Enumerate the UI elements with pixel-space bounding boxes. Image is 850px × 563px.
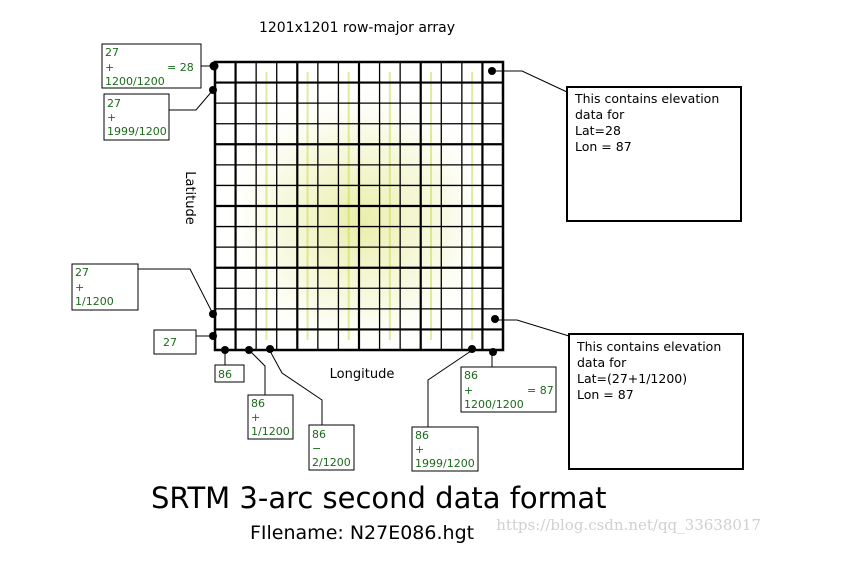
lon-label-third: 86 − 2/1200 (308, 424, 355, 471)
svg-text:1/1200: 1/1200 (251, 425, 290, 438)
lead-callout-top-right (493, 70, 568, 93)
dot-lat-top (209, 61, 219, 71)
svg-text:This contains elevation: This contains elevation (576, 339, 721, 354)
lead-lat-near-bottom (138, 268, 214, 315)
callout-top-right: This contains elevation data for Lat=28 … (566, 86, 742, 222)
dot-lat-second (209, 86, 217, 94)
svg-text:= 28: = 28 (167, 61, 194, 74)
dot-lon-third (266, 345, 274, 353)
dot-lon-last (489, 348, 497, 356)
lon-label-second: 86 + 1/1200 (247, 394, 294, 440)
svg-text:+: + (415, 443, 424, 456)
svg-text:This contains elevation: This contains elevation (574, 91, 719, 106)
svg-text:+: + (464, 384, 473, 397)
svg-text:data for: data for (577, 355, 627, 370)
dot-lon-first (221, 346, 229, 354)
main-title: SRTM 3-arc second data format (151, 481, 606, 515)
lat-label-top: 27 + 1200/1200 = 28 (101, 43, 202, 89)
svg-text:Lat=(27+1/1200): Lat=(27+1/1200) (577, 371, 687, 386)
svg-text:1999/1200: 1999/1200 (415, 457, 475, 470)
svg-text:1999/1200: 1999/1200 (107, 125, 167, 138)
svg-text:86: 86 (312, 428, 326, 441)
svg-text:86: 86 (464, 369, 478, 382)
grid-border (213, 60, 505, 352)
lat-label-near-bottom: 27 + 1/1200 (71, 263, 139, 311)
filename-label: FIlename: N27E086.hgt (250, 522, 474, 544)
svg-text:27: 27 (105, 46, 119, 59)
svg-text:+: + (105, 61, 114, 74)
lon-label-last: 86 + 1200/1200 = 87 (460, 366, 557, 413)
lead-lon-third (269, 350, 323, 425)
svg-text:1200/1200: 1200/1200 (464, 398, 524, 411)
svg-text:= 87: = 87 (527, 384, 554, 397)
svg-text:86: 86 (251, 397, 265, 410)
svg-text:Lon = 87: Lon = 87 (577, 387, 634, 402)
svg-text:Lon = 87: Lon = 87 (575, 139, 632, 154)
lead-lon-second (249, 350, 266, 395)
svg-text:Lat=28: Lat=28 (575, 123, 621, 138)
svg-text:2/1200: 2/1200 (312, 456, 351, 469)
callout-bottom-right: This contains elevation data for Lat=(27… (568, 333, 744, 470)
svg-text:27: 27 (75, 266, 89, 279)
lead-lon-second-last (427, 350, 472, 427)
dot-lat-near-bottom (209, 310, 217, 318)
lat-label-second: 27 + 1999/1200 (103, 93, 170, 141)
dot-lat-bottom (209, 332, 217, 340)
svg-text:1/1200: 1/1200 (75, 295, 114, 308)
array-title: 1201x1201 row-major array (259, 20, 455, 36)
lead-callout-bottom-right (495, 319, 570, 337)
lon-label-second-last: 86 + 1999/1200 (411, 426, 479, 472)
svg-text:−: − (312, 442, 321, 455)
latitude-label: Latitude (182, 171, 197, 225)
sample-dots (209, 61, 499, 356)
svg-text:27: 27 (107, 97, 121, 110)
dot-lon-second (245, 346, 253, 354)
svg-text:data for: data for (575, 107, 625, 122)
svg-text:86: 86 (415, 429, 429, 442)
svg-text:1200/1200: 1200/1200 (105, 75, 165, 88)
dot-top-right-sample (488, 67, 496, 75)
watermark: https://blog.csdn.net/qq_33638017 (496, 516, 761, 534)
lon-label-first: 86 (214, 364, 245, 383)
svg-text:86: 86 (218, 368, 232, 381)
svg-text:+: + (75, 281, 84, 294)
lat-label-bottom: 27 (153, 329, 197, 355)
lead-lat-second (169, 89, 214, 111)
longitude-label: Longitude (330, 367, 395, 382)
dot-bottom-right-sample (491, 315, 499, 323)
svg-text:27: 27 (163, 336, 177, 349)
svg-text:+: + (107, 111, 116, 124)
array-grid (215, 62, 503, 350)
svg-text:+: + (251, 411, 260, 424)
dot-lon-second-last (468, 345, 476, 353)
